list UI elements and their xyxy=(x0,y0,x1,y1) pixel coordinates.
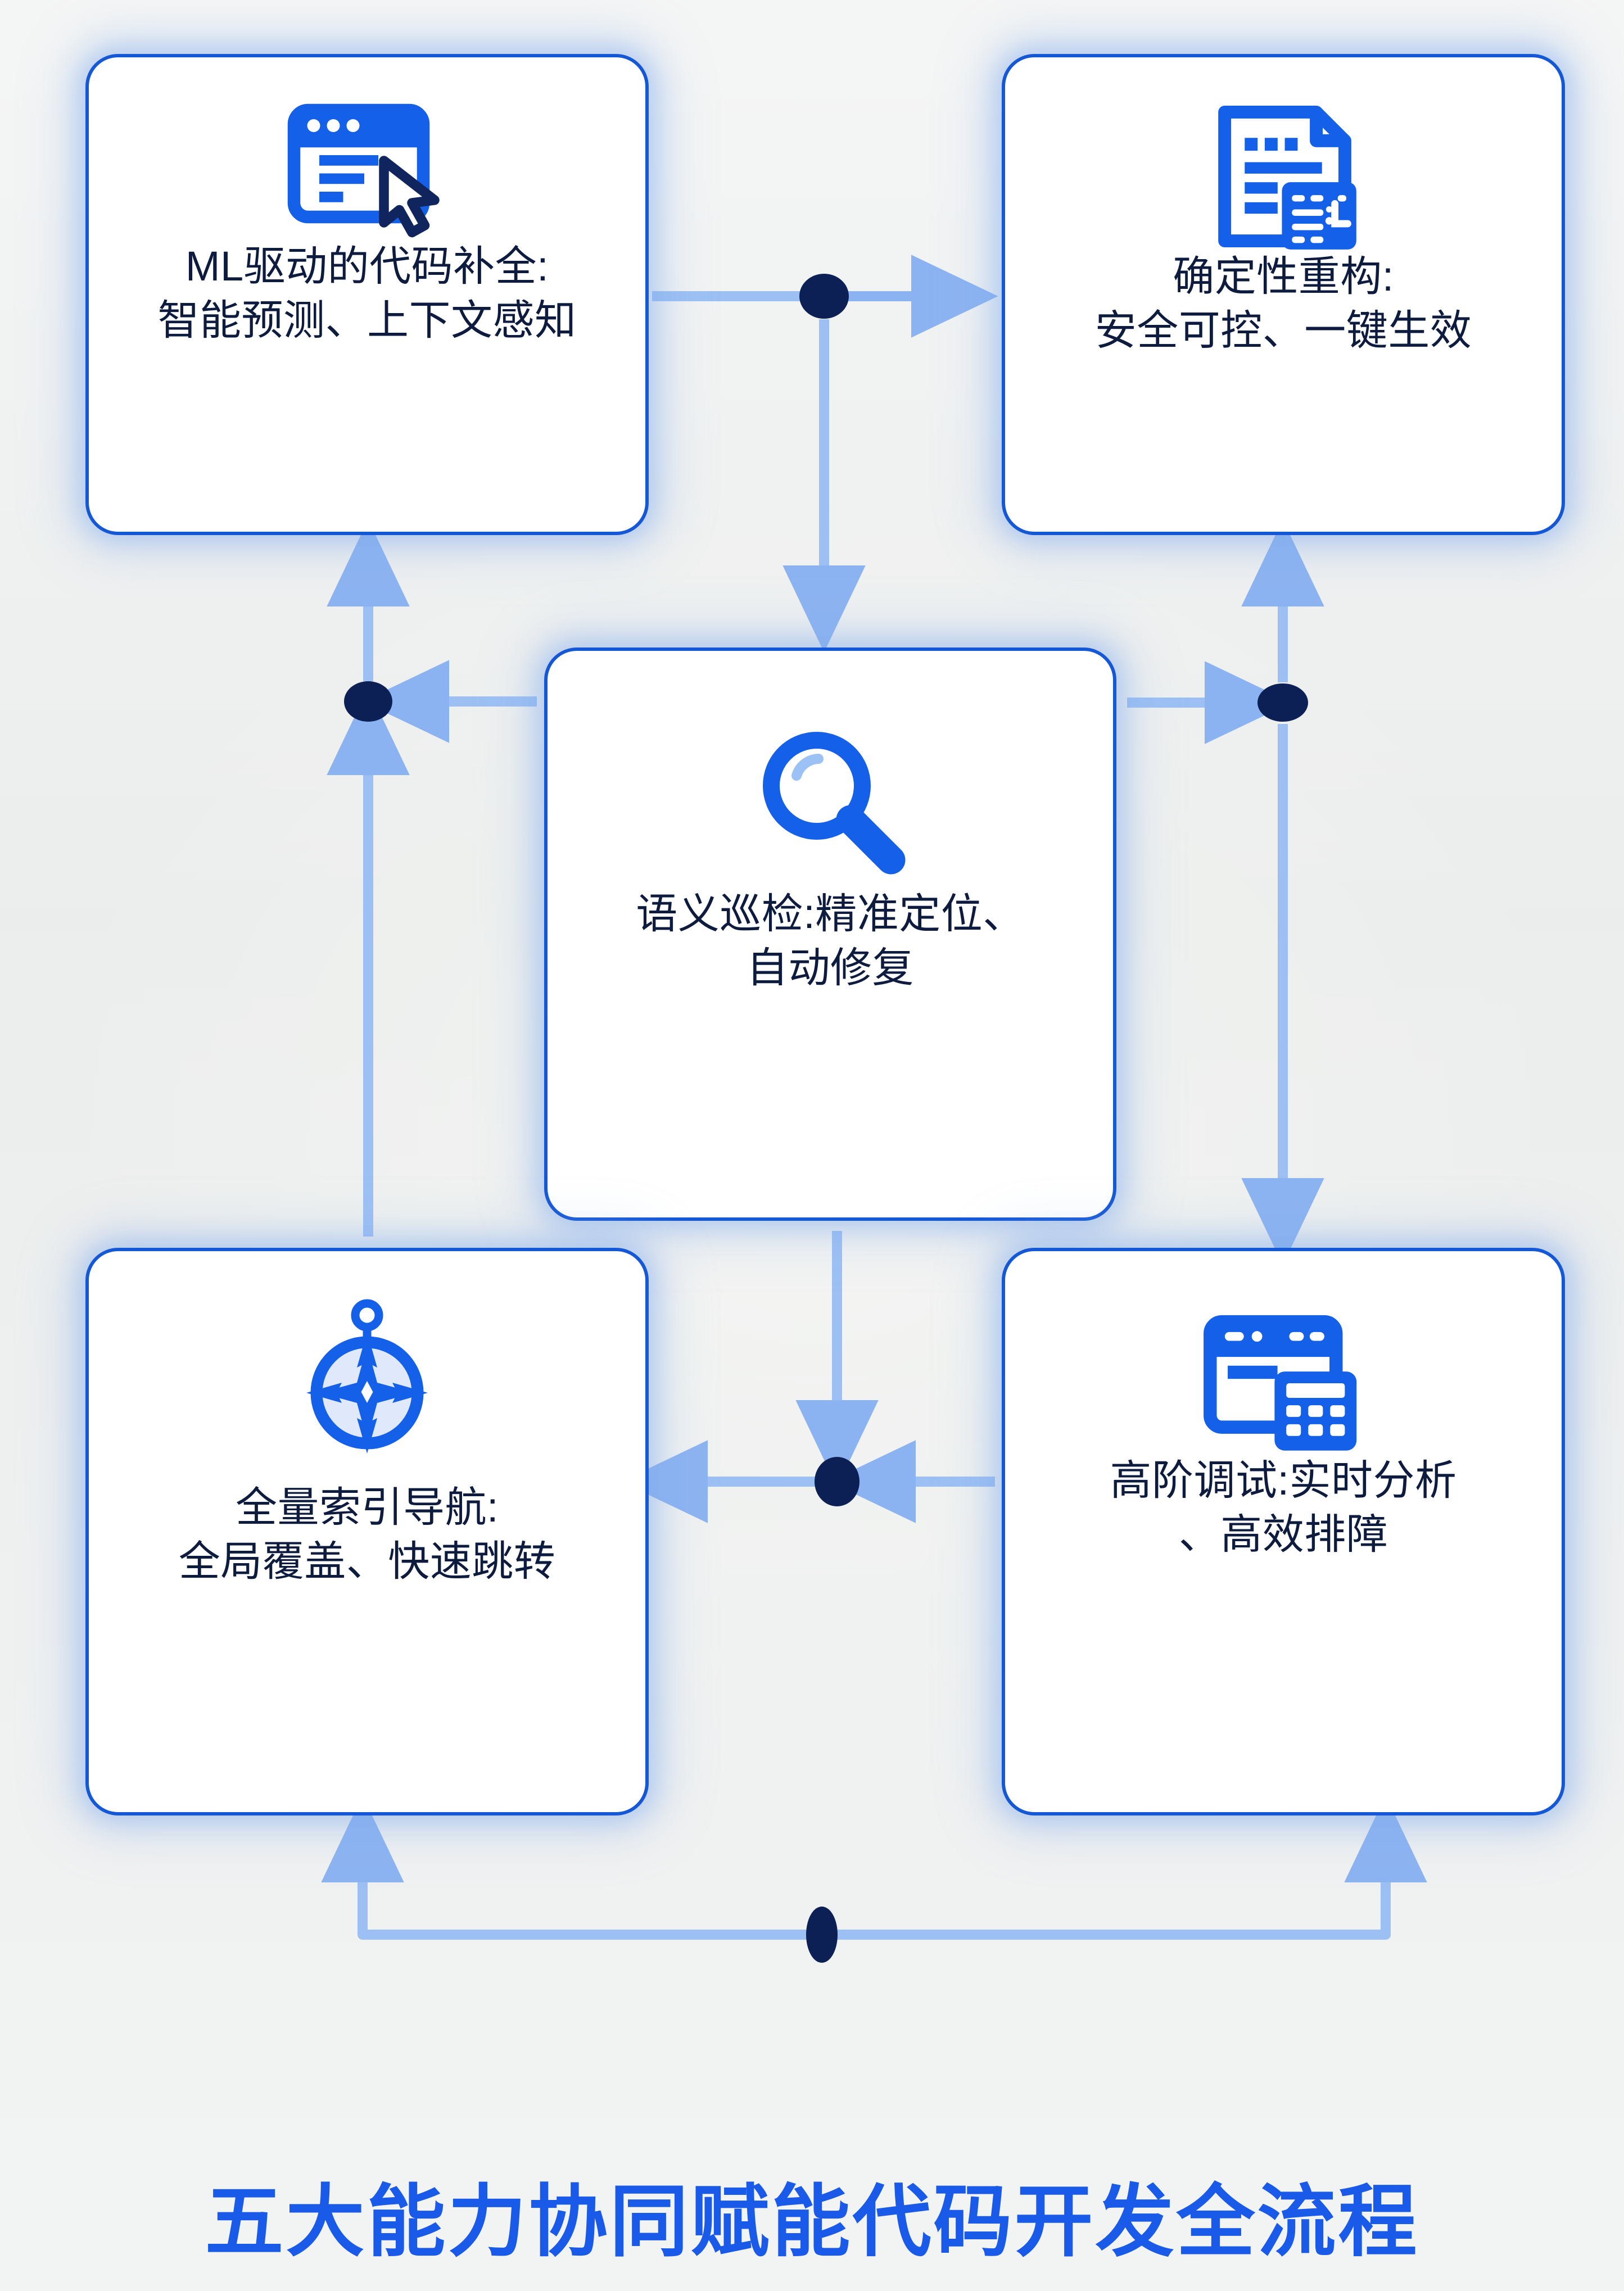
card-ml-label: ML驱动的代码补全: 智能预测、上下文感知 xyxy=(157,243,577,344)
document-list-panel-icon xyxy=(1005,103,1562,250)
arrow-bottom-loop xyxy=(321,1795,1427,1940)
connector-node-loop xyxy=(806,1907,838,1963)
connector-node-top xyxy=(799,274,849,319)
card-debug[interactable]: 高阶调试:实时分析 、高效排障 xyxy=(1002,1248,1565,1815)
connector-node-right xyxy=(1257,683,1308,722)
magnifier-icon xyxy=(548,718,1113,887)
card-index-label: 全量索引导航: 全局覆盖、快速跳转 xyxy=(178,1484,556,1585)
card-debug-label: 高阶调试:实时分析 、高效排障 xyxy=(1110,1457,1457,1558)
card-semantic-label: 语义巡检:精准定位、 自动修复 xyxy=(636,890,1025,991)
card-refactor-label: 确定性重构: 安全可控、一键生效 xyxy=(1094,253,1472,354)
connector-node-bottom xyxy=(815,1457,860,1506)
card-ml-completion[interactable]: ML驱动的代码补全: 智能预测、上下文感知 xyxy=(85,54,649,535)
browser-code-cursor-icon xyxy=(89,99,645,239)
browser-calculator-icon xyxy=(1005,1313,1562,1454)
connector-node-left xyxy=(344,681,392,722)
compass-star-icon xyxy=(89,1295,645,1480)
card-semantic-inspection[interactable]: 语义巡检:精准定位、 自动修复 xyxy=(544,648,1116,1221)
card-index-navigation[interactable]: 全量索引导航: 全局覆盖、快速跳转 xyxy=(85,1248,649,1815)
card-refactor[interactable]: 确定性重构: 安全可控、一键生效 xyxy=(1002,54,1565,535)
page-title: 五大能力协同赋能代码开发全流程 xyxy=(205,2177,1419,2266)
